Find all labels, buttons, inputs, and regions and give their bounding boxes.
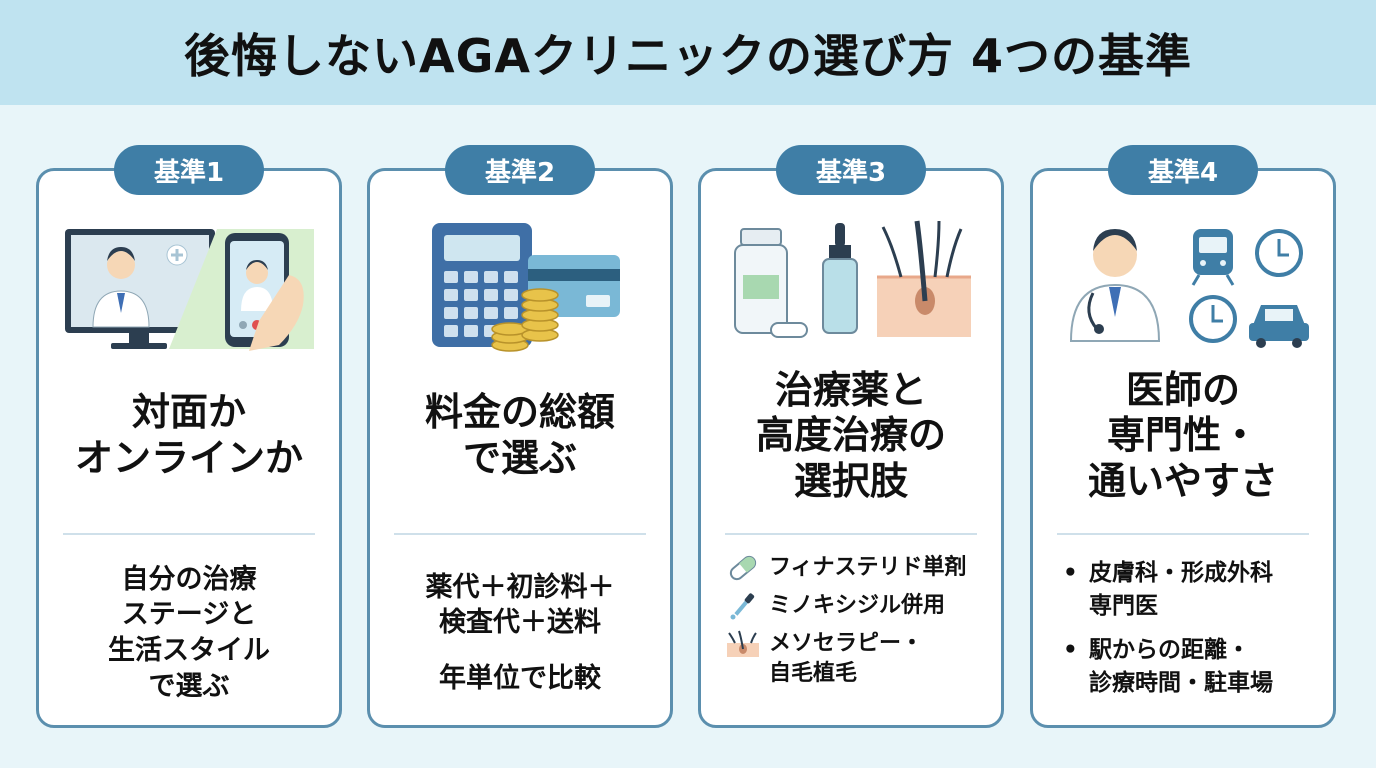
divider xyxy=(1057,533,1309,535)
car-icon xyxy=(1249,305,1309,348)
hair-follicle-icon xyxy=(727,630,759,657)
criterion-title: 料金の総額 で選ぶ xyxy=(424,390,615,480)
list-item: フィナステリド単剤 xyxy=(725,553,991,583)
clock-icon xyxy=(1189,295,1237,343)
criterion-badge: 基準1 xyxy=(114,145,264,195)
coins-icon xyxy=(491,288,559,352)
criterion-title: 治療薬と 高度治療の 選択肢 xyxy=(755,367,946,503)
calculator-icon xyxy=(432,223,532,347)
criterion-description: 薬代＋初診料＋ 検査代＋送料 年単位で比較 xyxy=(425,571,615,694)
medication-illustration xyxy=(734,220,971,338)
criterion-card-3: 基準3 治療薬と 高度治療の 選択肢 xyxy=(698,145,1004,728)
treatment-options-list: フィナステリド単剤 ミノキシジル併用 メソセラピー・ 自毛植毛 xyxy=(725,553,991,696)
doctor-icon xyxy=(1069,229,1161,342)
pill-bottle-icon xyxy=(734,228,808,338)
header-banner: 後悔しないAGAクリニックの選び方 4つの基準 xyxy=(0,0,1376,105)
criterion-card-1: 基準1 対面か xyxy=(36,145,342,728)
criterion-title: 医師の 専門性・ 通いやすさ xyxy=(1087,367,1278,503)
criterion-badge: 基準4 xyxy=(1108,145,1258,195)
criterion-badge: 基準2 xyxy=(445,145,595,195)
dropper-icon xyxy=(730,593,755,620)
bullet-icon: • xyxy=(1063,636,1078,663)
dropper-bottle-icon xyxy=(822,223,858,334)
list-item: ミノキシジル併用 xyxy=(725,591,991,621)
smartphone-icon xyxy=(225,233,289,347)
list-item: メソセラピー・ 自毛植毛 xyxy=(725,629,991,688)
doctor-access-illustration xyxy=(1069,229,1309,348)
criterion-title: 対面か オンラインか xyxy=(74,390,303,480)
list-item: • 皮膚科・形成外科 専門医 xyxy=(1063,557,1323,624)
clock-icon xyxy=(1255,229,1303,277)
online-consultation-illustration xyxy=(65,229,314,351)
criterion-description: 自分の治療 ステージと 生活スタイル で選ぶ xyxy=(108,563,270,702)
criterion-card-4: 基準4 xyxy=(1030,145,1336,728)
criterion-card-2: 基準2 料金の総額 で選 xyxy=(367,145,673,728)
hair-follicle-icon xyxy=(877,220,971,337)
divider xyxy=(63,533,315,535)
capsule-icon xyxy=(729,555,757,581)
divider xyxy=(394,533,646,535)
criterion-badge: 基準3 xyxy=(776,145,926,195)
divider xyxy=(725,533,977,535)
page-title: 後悔しないAGAクリニックの選び方 4つの基準 xyxy=(184,28,1192,83)
access-criteria-list: • 皮膚科・形成外科 専門医 • 駅からの距離・ 診療時間・駐車場 xyxy=(1063,557,1323,710)
bullet-icon: • xyxy=(1063,560,1078,586)
cost-illustration xyxy=(432,223,620,352)
train-icon xyxy=(1191,229,1235,286)
list-item: • 駅からの距離・ 診療時間・駐車場 xyxy=(1063,634,1323,701)
